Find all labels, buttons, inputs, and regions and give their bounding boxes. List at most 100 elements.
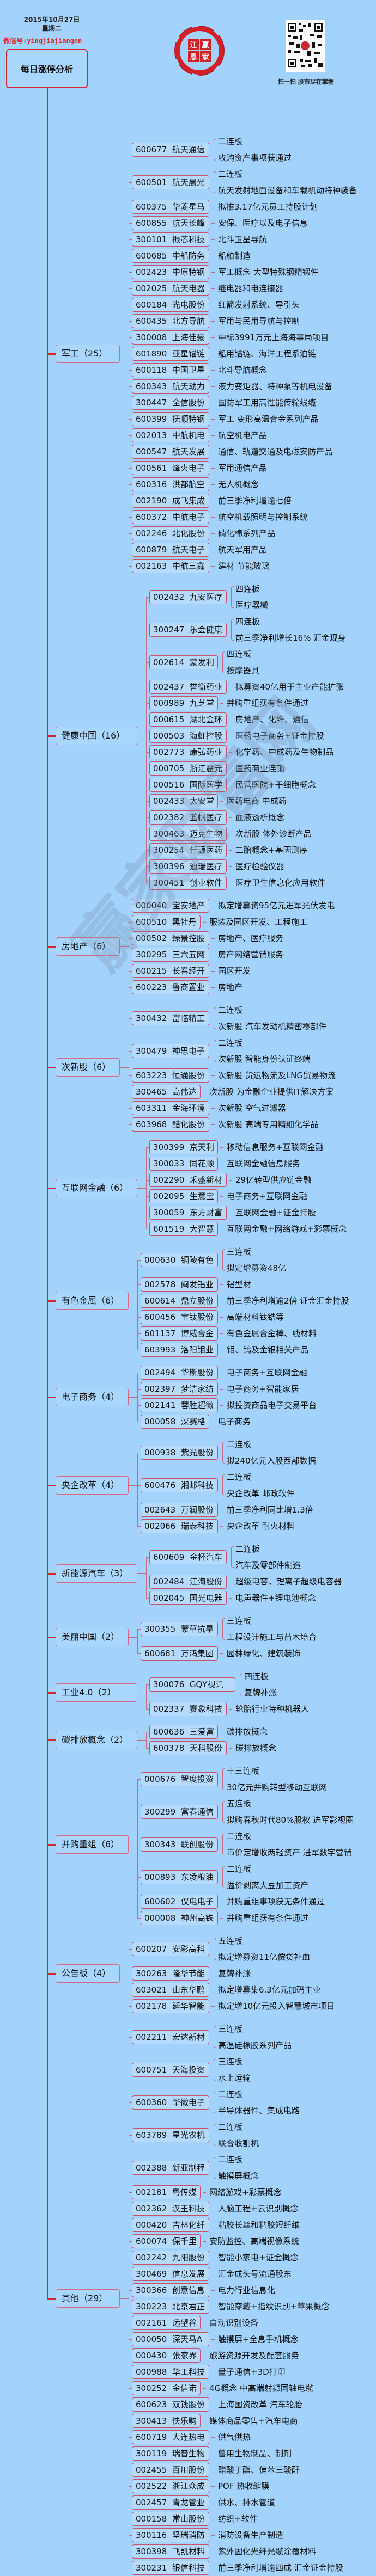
stock-node[interactable]: 002382 蓝帆医疗 [149,810,227,825]
stock-node[interactable]: 600677 航天通信 [132,143,209,157]
stock-node[interactable]: 000502 绿景控股 [132,931,209,945]
stock-node[interactable]: 600215 长春经开 [132,964,209,978]
stock-node[interactable]: 300252 金信诺 [132,2381,201,2395]
stock-node[interactable]: 600614 鼎立股份 [141,1294,218,1308]
stock-node[interactable]: 002242 九阳股份 [132,2251,209,2265]
stock-node[interactable]: 300231 银信科技 [132,2561,209,2575]
category-node[interactable]: 次新股（6） [56,1058,120,1077]
stock-node[interactable]: 603968 醋化股份 [132,1117,209,1132]
stock-node[interactable]: 601519 大智慧 [149,1222,218,1236]
stock-node[interactable]: 300399 京天利 [149,1140,218,1154]
stock-node[interactable]: 002484 江海股份 [149,1575,227,1589]
stock-node[interactable]: 603993 洛阳钼业 [141,1343,218,1357]
stock-node[interactable]: 300432 富临精工 [132,1011,209,1025]
stock-node[interactable]: 600223 鲁商置业 [132,980,209,994]
stock-node[interactable]: 600623 双钱股份 [132,2397,209,2412]
stock-node[interactable]: 002178 延华智能 [132,1999,209,2013]
stock-node[interactable]: 300479 神思电子 [132,1044,209,1058]
stock-node[interactable]: 002161 远望谷 [132,2316,201,2330]
stock-node[interactable]: 300119 瑞普生物 [132,2446,209,2461]
stock-node[interactable]: 002457 青龙管业 [132,2495,209,2510]
stock-node[interactable]: 600501 航天晨光 [132,175,209,189]
category-node[interactable]: 有色金属（6） [56,1292,129,1310]
stock-node[interactable]: 002432 九安医疗 [149,590,227,604]
stock-node[interactable]: 600751 天海投资 [132,2063,209,2077]
stock-node[interactable]: 002045 国光电器 [149,1591,227,1605]
stock-node[interactable]: 002246 北化股份 [132,526,209,540]
stock-node[interactable]: 000615 湖北金环 [149,712,227,727]
stock-node[interactable]: 603311 金海环境 [132,1101,209,1115]
stock-node[interactable]: 300295 三六五网 [132,948,209,962]
stock-node[interactable]: 002095 生意宝 [149,1189,218,1203]
stock-node[interactable]: 600118 中国卫星 [132,363,209,377]
stock-node[interactable]: 600435 北方导航 [132,314,209,328]
stock-node[interactable]: 002190 成飞集成 [132,494,209,508]
stock-node[interactable]: 002522 浙江众成 [132,2479,209,2493]
stock-node[interactable]: 600681 万鸿集团 [141,1646,218,1661]
stock-node[interactable]: 603789 星光农机 [132,2128,209,2142]
root-topic-node[interactable]: 每日涨停分析 [6,49,88,88]
stock-node[interactable]: 300469 信息发展 [132,2267,209,2281]
stock-node[interactable]: 600316 洪都航空 [132,477,209,491]
stock-node[interactable]: 000430 张家界 [132,2348,201,2363]
stock-node[interactable]: 002163 中航三鑫 [132,559,209,573]
stock-node[interactable]: 601890 亚星锚链 [132,347,209,361]
stock-node[interactable]: 600184 光电股份 [132,298,209,312]
stock-node[interactable]: 300299 富春通信 [141,1805,218,1819]
stock-node[interactable]: 300366 创意信息 [132,2283,209,2297]
stock-node[interactable]: 300059 东方财富 [149,1206,227,1220]
stock-node[interactable]: 600719 大连热电 [132,2430,209,2444]
stock-node[interactable]: 601137 博威合金 [141,1326,218,1341]
stock-node[interactable]: 600207 安彩高科 [132,1942,209,1956]
stock-node[interactable]: 603021 山东华鹏 [132,1983,209,1997]
stock-node[interactable]: 600375 华菱星马 [132,200,209,214]
stock-node[interactable]: 300413 快乐购 [132,2414,201,2428]
stock-node[interactable]: 000676 智度投资 [141,1772,218,1786]
stock-node[interactable]: 300396 迪瑞医疗 [149,859,227,874]
stock-node[interactable]: 002337 赛象科技 [149,1702,227,1716]
stock-node[interactable]: 002181 粤传媒 [132,2185,201,2199]
stock-node[interactable]: 300223 北京君正 [132,2300,209,2314]
stock-node[interactable]: 002025 航天电器 [132,281,209,296]
stock-node[interactable]: 600685 中船防务 [132,249,209,263]
stock-node[interactable]: 002455 百川股份 [132,2463,209,2477]
stock-node[interactable]: 002362 汉王科技 [132,2202,209,2216]
stock-node[interactable]: 000561 烽火电子 [132,461,209,475]
category-node[interactable]: 新能源汽车（3） [56,1564,137,1583]
stock-node[interactable]: 000516 国际医学 [149,778,227,792]
stock-node[interactable]: 600399 抚顺特钢 [132,412,209,426]
stock-node[interactable]: 002290 禾盛新材 [149,1173,227,1187]
stock-node[interactable]: 002494 华斯股份 [141,1366,218,1380]
stock-node[interactable]: 000938 紫光股份 [141,1446,218,1460]
category-node[interactable]: 央企改革（4） [56,1476,129,1495]
category-node[interactable]: 健康中国（16） [56,727,137,745]
stock-node[interactable]: 002211 宏达新材 [132,2030,209,2044]
stock-node[interactable]: 000503 海虹控股 [149,729,227,743]
stock-node[interactable]: 600378 天科股份 [149,1741,227,1755]
stock-node[interactable]: 002437 誉衡药业 [149,680,227,694]
category-node[interactable]: 公告板（4） [56,1964,120,1983]
stock-node[interactable]: 600855 航天长峰 [132,216,209,230]
stock-node[interactable]: 600510 黑牡丹 [132,915,201,929]
category-node[interactable]: 军工（25） [56,345,120,363]
stock-node[interactable]: 000988 华工科技 [132,2365,209,2379]
stock-node[interactable]: 600476 湘邮科技 [141,1478,218,1492]
stock-node[interactable]: 600372 中航电子 [132,510,209,524]
stock-node[interactable]: 300451 创业软件 [149,876,227,890]
stock-node[interactable]: 000630 铜陵有色 [141,1253,218,1267]
stock-node[interactable]: 000420 吉林化纤 [132,2218,209,2232]
stock-node[interactable]: 002643 万润股份 [141,1503,218,1517]
stock-node[interactable]: 300465 高伟达 [132,1085,201,1099]
stock-node[interactable]: 002773 康弘药业 [149,745,227,759]
category-node[interactable]: 电子商务（4） [56,1388,129,1406]
stock-node[interactable]: 000040 宝安地产 [132,899,209,913]
stock-node[interactable]: 000058 深赛格 [141,1415,209,1429]
stock-node[interactable]: 300355 蒙草抗旱 [141,1622,218,1636]
category-node[interactable]: 房地产（6） [56,937,120,956]
stock-node[interactable]: 002578 闽发铝业 [141,1277,218,1292]
stock-node[interactable]: 002397 梦洁家纺 [141,1382,218,1396]
stock-node[interactable]: 600609 金杯汽车 [149,1550,227,1564]
category-node[interactable]: 其他（29） [56,2289,120,2308]
stock-node[interactable]: 600074 保千里 [132,2234,201,2248]
stock-node[interactable]: 600343 航天动力 [132,379,209,394]
